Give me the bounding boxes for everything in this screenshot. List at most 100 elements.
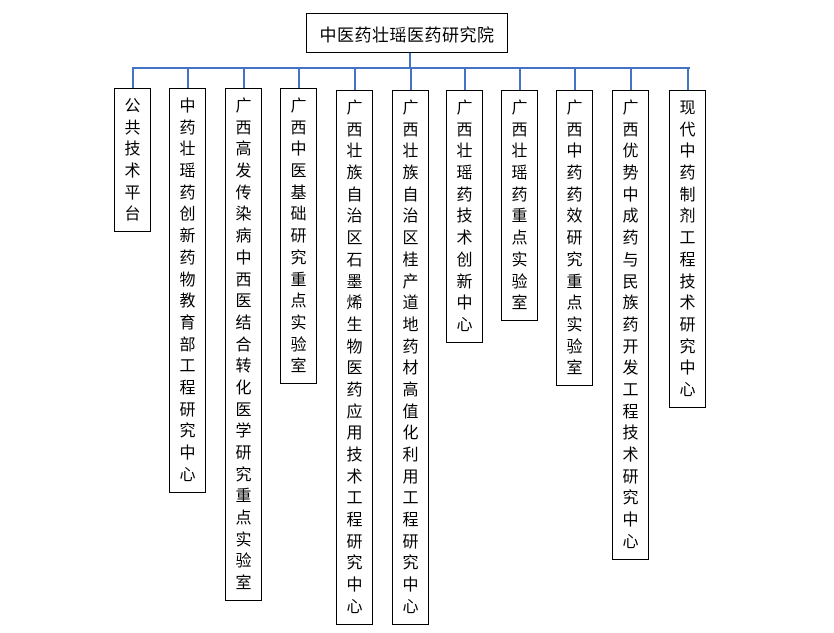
child-label-char: 传 xyxy=(235,182,252,202)
child-label-char: 重 xyxy=(235,486,252,506)
child-label-char: 治 xyxy=(346,206,363,226)
child-label-char: 转 xyxy=(235,356,252,376)
child-label-char: 药 xyxy=(456,184,473,204)
child-label-char: 与 xyxy=(622,249,639,269)
child-connector xyxy=(519,67,521,90)
child-label-char: 药 xyxy=(566,163,583,183)
child-label-char: 中 xyxy=(456,293,473,313)
child-label-char: 西 xyxy=(511,119,528,139)
child-label-char: 瑶 xyxy=(511,163,528,183)
child-connector xyxy=(687,67,689,90)
child-label-char: 物 xyxy=(346,336,363,356)
child-label-char: 技 xyxy=(346,445,363,464)
child-label-char: 程 xyxy=(679,249,696,269)
child-label-char: 实 xyxy=(566,314,583,334)
child-label-char: 区 xyxy=(346,228,363,248)
child-label-char: 化 xyxy=(235,377,252,397)
child-label-char: 点 xyxy=(566,293,583,313)
child-label-char: 药 xyxy=(179,247,196,267)
child-label-char: 技 xyxy=(124,139,141,159)
child-node: 现代中药制剂工程技术研究中心 xyxy=(669,90,706,408)
child-label-char: 工 xyxy=(346,488,363,508)
child-label-char: 术 xyxy=(622,445,639,464)
child-label-char: 点 xyxy=(290,291,307,311)
child-label-char: 用 xyxy=(346,423,363,443)
child-label-char: 药 xyxy=(179,182,196,202)
child-label-char: 西 xyxy=(290,117,307,137)
child-label-char: 基 xyxy=(290,182,307,202)
child-label-char: 材 xyxy=(402,358,419,378)
root-label: 中医药壮瑶医药研究院 xyxy=(319,25,495,46)
child-label-char: 西 xyxy=(456,119,473,139)
child-label-char: 产 xyxy=(402,271,419,291)
child-label-char: 点 xyxy=(511,228,528,248)
child-label-char: 瑶 xyxy=(456,163,473,183)
child-label-char: 壮 xyxy=(179,139,196,159)
child-label-char: 中 xyxy=(346,575,363,595)
child-label-char: 究 xyxy=(235,464,252,484)
child-label-char: 室 xyxy=(511,293,528,313)
child-label-char: 心 xyxy=(622,531,639,551)
child-label-char: 公 xyxy=(124,96,141,115)
child-node: 广西优势中成药与民族药开发工程技术研究中心 xyxy=(612,90,649,560)
child-label-char: 重 xyxy=(566,271,583,291)
child-label-char: 育 xyxy=(179,312,196,332)
child-label-char: 究 xyxy=(290,247,307,267)
child-label-char: 瑶 xyxy=(179,161,196,181)
child-label-char: 中 xyxy=(566,141,583,161)
child-node: 广西壮族自治区石墨烯生物医药应用技术工程研究中心 xyxy=(336,90,373,625)
child-label-char: 程 xyxy=(622,401,639,421)
child-label-char: 治 xyxy=(402,206,419,226)
child-node: 广西中医基础研究重点实验室 xyxy=(280,88,317,385)
child-label-char: 中 xyxy=(179,96,196,115)
child-label-char: 技 xyxy=(679,271,696,291)
child-node: 广西中药药效研究重点实验室 xyxy=(556,90,593,387)
child-connector xyxy=(243,67,245,88)
child-label-char: 代 xyxy=(679,119,696,139)
child-label-char: 西 xyxy=(566,119,583,139)
child-node: 广西壮族自治区桂产道地药材高值化利用工程研究中心 xyxy=(392,90,429,625)
child-label-char: 台 xyxy=(124,204,141,224)
child-label-char: 中 xyxy=(402,575,419,595)
child-label-char: 重 xyxy=(290,269,307,289)
child-label-char: 应 xyxy=(346,401,363,421)
child-connector xyxy=(574,67,576,90)
child-label-char: 效 xyxy=(566,206,583,226)
child-label-char: 物 xyxy=(179,269,196,289)
child-label-char: 术 xyxy=(679,293,696,313)
child-label-char: 工 xyxy=(179,356,196,376)
child-label-char: 医 xyxy=(346,358,363,378)
child-label-char: 中 xyxy=(179,443,196,462)
child-label-char: 石 xyxy=(346,249,363,269)
child-label-char: 药 xyxy=(622,314,639,334)
child-label-char: 程 xyxy=(402,510,419,530)
child-label-char: 广 xyxy=(402,98,419,117)
child-label-char: 心 xyxy=(346,596,363,616)
child-label-char: 研 xyxy=(235,443,252,462)
child-label-char: 发 xyxy=(235,161,252,181)
child-label-char: 药 xyxy=(566,184,583,204)
child-label-char: 究 xyxy=(179,421,196,441)
child-label-char: 研 xyxy=(179,399,196,419)
child-label-char: 现 xyxy=(679,98,696,117)
child-label-char: 成 xyxy=(622,206,639,226)
child-label-char: 高 xyxy=(235,139,252,159)
child-label-char: 中 xyxy=(679,141,696,161)
child-connector xyxy=(410,67,412,90)
child-label-char: 教 xyxy=(179,291,196,311)
child-label-char: 工 xyxy=(402,488,419,508)
child-label-char: 心 xyxy=(456,314,473,334)
child-label-char: 烯 xyxy=(346,293,363,313)
child-label-char: 中 xyxy=(679,358,696,378)
child-label-char: 医 xyxy=(235,291,252,311)
child-label-char: 重 xyxy=(511,206,528,226)
child-node: 公共技术平台 xyxy=(114,88,151,233)
child-label-char: 桂 xyxy=(402,249,419,269)
child-connector xyxy=(354,67,356,90)
child-label-char: 势 xyxy=(622,163,639,183)
child-label-char: 合 xyxy=(235,334,252,354)
child-label-char: 族 xyxy=(346,163,363,183)
child-label-char: 壮 xyxy=(511,141,528,161)
child-label-char: 中 xyxy=(290,139,307,159)
child-node: 中药壮瑶药创新药物教育部工程研究中心 xyxy=(169,88,206,493)
